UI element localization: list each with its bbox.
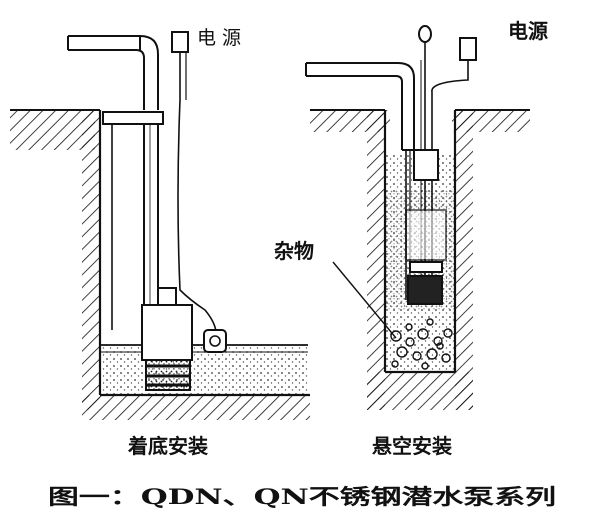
- pit-floor: [82, 395, 310, 420]
- power-box-right: [459, 37, 477, 61]
- right-installation: 杂物 电源: [274, 19, 548, 410]
- caption-bottom-install: 着底安装: [127, 434, 208, 458]
- left-installation: 电 源: [10, 27, 310, 420]
- caption-suspended-install: 悬空安装: [372, 434, 452, 458]
- pump-left: [141, 287, 193, 391]
- float-switch-left: [203, 329, 227, 353]
- discharge-pipe-left: [67, 35, 164, 305]
- power-label-right: 电源: [508, 19, 548, 43]
- debris-leader: [332, 261, 397, 339]
- cable-right: [431, 60, 469, 300]
- pit-wall-right-a: [367, 110, 385, 410]
- water-left: [101, 345, 308, 394]
- power-label-left: 电 源: [197, 27, 241, 49]
- power-box-left: [171, 31, 189, 53]
- cable-left: [177, 52, 217, 333]
- debris-label: 杂物: [274, 239, 314, 263]
- ground-hatch-left: [10, 110, 95, 150]
- lifting-ring: [418, 25, 432, 43]
- pump-right: [405, 149, 447, 305]
- figure-caption: 图一：QDN、QN不锈钢潜水泵系列: [48, 484, 556, 509]
- pit-wall-right-b: [455, 110, 473, 410]
- debris-pile: [390, 318, 453, 370]
- pit-wall-left: [82, 110, 100, 410]
